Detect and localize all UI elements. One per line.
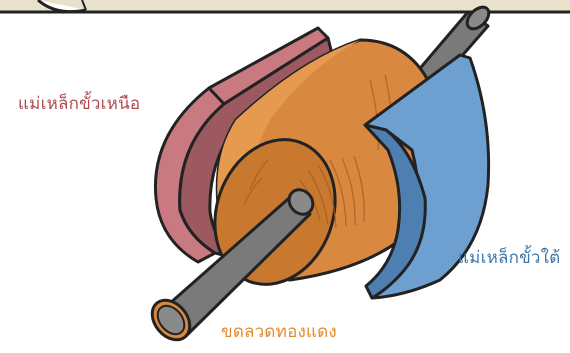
north-magnet-label: แม่เหล็กขั้วเหนือ — [18, 90, 140, 117]
south-magnet-label: แม่เหล็กขั้วใต้ — [458, 244, 560, 271]
copper-coil-label: ขดลวดทองแดง — [221, 318, 337, 345]
